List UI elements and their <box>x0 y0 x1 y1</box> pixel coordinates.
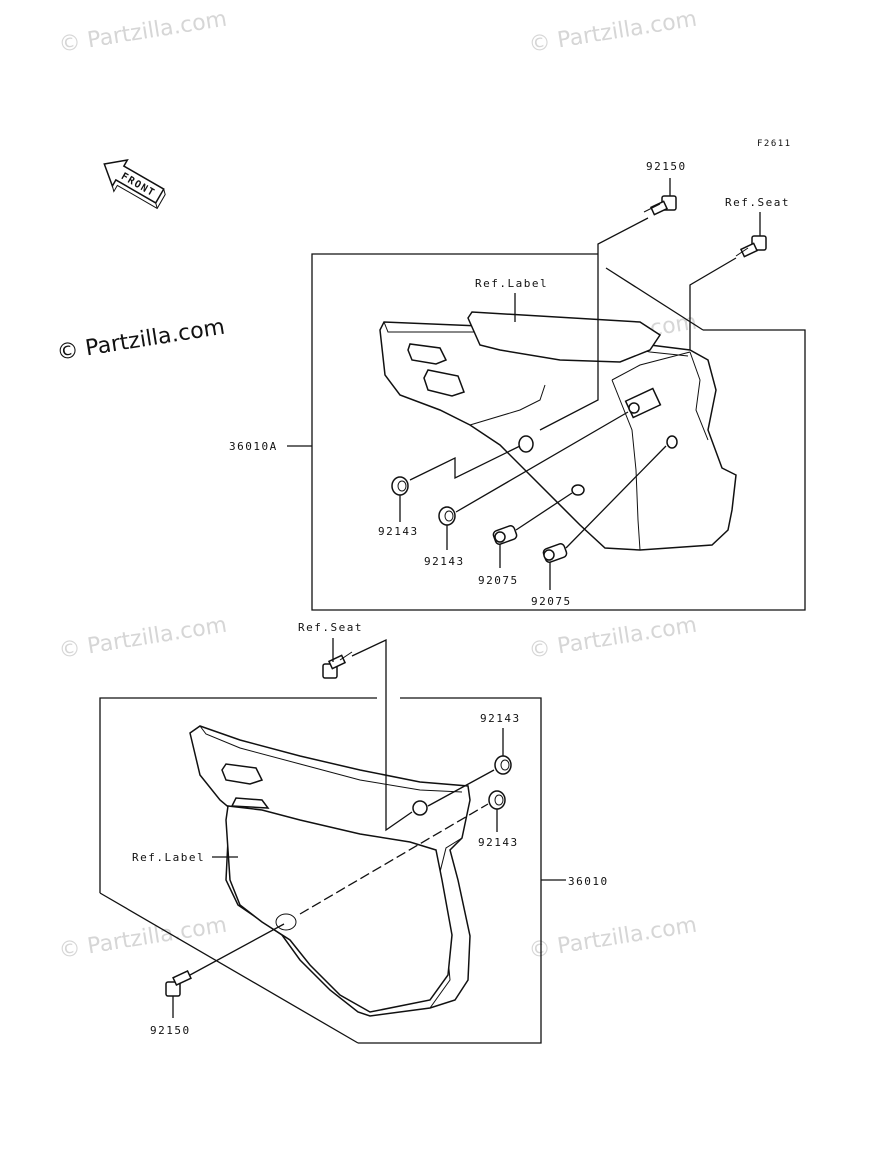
upper-assembly: 36010A 92150 <box>229 160 806 611</box>
upper-callout-damper-b: 92075 <box>531 595 572 608</box>
seat-bolt-icon <box>735 235 767 258</box>
grommet-icon <box>488 790 506 810</box>
watermark-text-dark: © Partzilla.com <box>55 315 227 366</box>
upper-callout-damper-a: 92075 <box>478 574 519 587</box>
lower-callout-grommet-b: 92143 <box>478 836 519 849</box>
upper-callout-ref-seat: Ref.Seat <box>725 196 790 209</box>
bolt-icon <box>165 969 192 997</box>
lower-callout-bolt: 92150 <box>150 1024 191 1037</box>
figure-code: F2611 <box>757 139 792 149</box>
watermark-text: © Partzilla.com <box>527 613 699 664</box>
upper-part-number: 36010A <box>229 440 278 453</box>
damper-icon <box>492 525 518 545</box>
watermark-text: © Partzilla.com <box>57 7 229 58</box>
upper-frame <box>311 253 806 611</box>
lower-callout-ref-seat: Ref.Seat <box>298 621 363 634</box>
bolt-icon <box>643 195 677 216</box>
upper-callout-bolt: 92150 <box>646 160 687 173</box>
grommet-icon <box>438 506 456 526</box>
lower-part-number: 36010 <box>568 875 609 888</box>
watermark-text: © Partzilla.com <box>527 7 699 58</box>
lower-assembly: 36010 Ref.Seat 92143 <box>99 621 609 1044</box>
watermark-text: © Partzilla.com <box>527 913 699 964</box>
lower-callout-grommet-a: 92143 <box>480 712 521 725</box>
lower-callout-ref-label: Ref.Label <box>132 851 205 864</box>
seat-bolt-icon <box>322 651 353 679</box>
grommet-icon <box>494 755 512 775</box>
grommet-icon <box>391 476 409 496</box>
watermark-text: © Partzilla.com <box>57 613 229 664</box>
upper-callout-grommet-b: 92143 <box>424 555 465 568</box>
watermark-text: © Partzilla.com <box>57 913 229 964</box>
upper-callout-ref-label: Ref.Label <box>475 277 548 290</box>
lower-frame <box>99 697 377 893</box>
front-arrow-icon: FRONT <box>103 158 166 210</box>
damper-icon <box>542 543 568 563</box>
upper-callout-grommet-a: 92143 <box>378 525 419 538</box>
